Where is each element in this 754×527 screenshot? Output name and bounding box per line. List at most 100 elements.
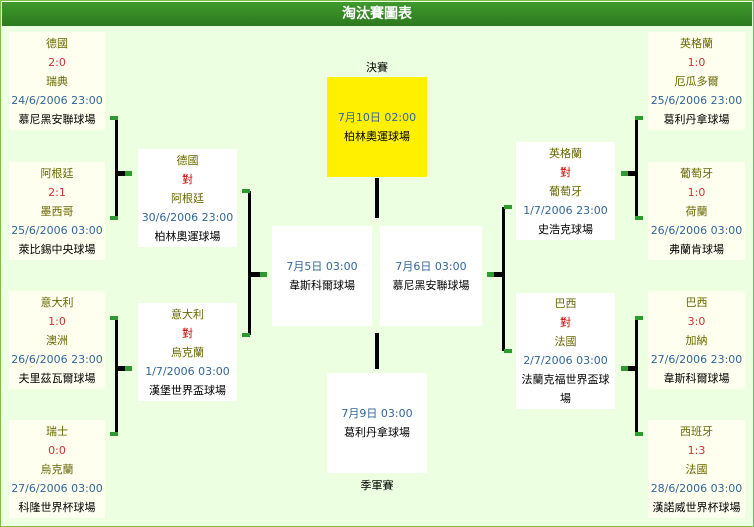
match-date: 26/6/2006 23:00: [11, 352, 103, 366]
versus-label: 對: [182, 172, 193, 186]
match-venue: 慕尼黑安聯球場: [18, 112, 96, 126]
match-r16-left-1: 德國 2:0 瑞典 24/6/2006 23:00 慕尼黑安聯球場: [9, 32, 105, 130]
match-venue: 柏林奧運球場: [154, 229, 221, 243]
match-date: 1/7/2006 23:00: [523, 203, 608, 217]
team-name: 葡萄牙: [680, 166, 713, 180]
match-r16-right-1: 英格蘭 1:0 厄瓜多爾 25/6/2006 23:00 葛利丹拿球場: [648, 32, 745, 130]
match-r16-left-2: 阿根廷 2:1 墨西哥 25/6/2006 03:00 萊比錫中央球場: [9, 162, 105, 260]
match-date: 7月10日 02:00: [337, 111, 417, 124]
match-venue: 葛利丹拿球場: [344, 426, 410, 439]
match-semi-1: 7月5日 03:00 韋斯科爾球場: [272, 226, 372, 326]
team-name: 英格蘭: [680, 36, 713, 50]
match-r16-right-3: 巴西 3:0 加納 27/6/2006 23:00 韋斯科爾球場: [648, 291, 745, 389]
team-name: 英格蘭: [549, 146, 582, 160]
match-score: 1:0: [48, 314, 66, 328]
match-venue: 史浩克球場: [538, 222, 593, 236]
match-r16-left-3: 意大利 1:0 澳洲 26/6/2006 23:00 夫里茲瓦爾球場: [9, 291, 105, 389]
match-final: 7月10日 02:00 柏林奧運球場: [327, 77, 427, 177]
match-date: 25/6/2006 03:00: [11, 223, 103, 237]
match-venue: 韋斯科爾球場: [289, 279, 355, 292]
match-venue: 慕尼黑安聯球場: [392, 279, 470, 292]
match-r16-right-4: 西班牙 1:3 法國 28/6/2006 03:00 漢諾威世界杯球場: [648, 420, 745, 518]
bracket-line: [621, 366, 635, 371]
team-name: 巴西: [685, 295, 708, 309]
versus-label: 對: [560, 165, 571, 179]
match-venue: 韋斯科爾球場: [663, 371, 730, 385]
match-venue: 葛利丹拿球場: [663, 112, 730, 126]
bracket-line: [621, 366, 628, 371]
match-score: 1:0: [687, 55, 706, 69]
team-name: 法國: [685, 462, 708, 476]
match-venue: 科隆世界杯球場: [18, 500, 96, 514]
match-semi-2: 7月6日 03:00 慕尼黑安聯球場: [380, 226, 482, 326]
match-date: 28/6/2006 03:00: [650, 481, 743, 495]
bracket-line: [242, 333, 250, 337]
bracket-line: [110, 432, 118, 436]
match-qf-right-2: 巴西 對 法國 2/7/2006 03:00 法蘭克福世界盃球場: [516, 293, 615, 409]
match-score: 2:0: [48, 55, 66, 69]
bracket-line: [251, 272, 267, 277]
team-name: 墨西哥: [40, 204, 74, 218]
match-date: 7月6日 03:00: [395, 260, 467, 273]
match-r16-left-4: 瑞士 0:0 烏克蘭 27/6/2006 03:00 科隆世界杯球場: [9, 420, 105, 518]
bracket-line: [260, 272, 267, 277]
bracket-line: [504, 349, 512, 353]
match-date: 7月5日 03:00: [286, 260, 358, 273]
versus-label: 對: [182, 326, 193, 340]
match-date: 7月9日 03:00: [341, 407, 413, 420]
team-name: 西班牙: [680, 424, 713, 438]
bracket-line: [125, 171, 132, 176]
match-venue: 柏林奧運球場: [344, 130, 410, 143]
versus-label: 對: [560, 316, 571, 329]
bracket-line: [635, 216, 643, 220]
match-qf-left-2: 意大利 對 烏克蘭 1/7/2006 03:00 漢堡世界盃球場: [138, 303, 237, 401]
bracket-line: [635, 118, 638, 218]
bracket-line: [504, 205, 512, 209]
bracket-line: [487, 272, 494, 277]
team-name: 荷蘭: [685, 204, 708, 218]
team-name: 厄瓜多爾: [674, 74, 719, 88]
bracket-line: [502, 207, 505, 351]
match-date: 2/7/2006 03:00: [523, 354, 608, 367]
match-venue: 夫里茲瓦爾球場: [18, 371, 96, 385]
match-r16-right-2: 葡萄牙 1:0 荷蘭 26/6/2006 03:00 弗蘭肯球場: [648, 162, 745, 260]
bracket-line: [375, 178, 379, 218]
team-name: 加納: [685, 333, 708, 347]
bracket-line: [110, 316, 118, 320]
match-venue: 弗蘭肯球場: [669, 242, 724, 256]
bracket-line: [115, 318, 118, 434]
team-name: 法國: [554, 335, 577, 348]
team-name: 巴西: [554, 297, 577, 310]
team-name: 葡萄牙: [549, 184, 582, 198]
match-date: 26/6/2006 03:00: [650, 223, 743, 237]
page-title: 淘汰賽圖表: [2, 2, 752, 26]
match-score: 1:0: [687, 185, 706, 199]
bracket-line: [110, 216, 118, 220]
team-name: 澳洲: [46, 333, 68, 347]
bracket-line: [635, 432, 643, 436]
match-score: 1:3: [687, 443, 706, 457]
bracket-line: [487, 272, 502, 277]
bracket-line: [635, 116, 643, 120]
match-score: 2:1: [48, 185, 66, 199]
team-name: 烏克蘭: [171, 345, 204, 359]
bracket-line: [125, 366, 132, 371]
match-date: 24/6/2006 23:00: [11, 93, 103, 107]
match-date: 27/6/2006 23:00: [650, 352, 743, 366]
match-qf-right-1: 英格蘭 對 葡萄牙 1/7/2006 23:00 史浩克球場: [516, 142, 615, 240]
bracket-line: [110, 116, 118, 120]
match-date: 1/7/2006 03:00: [145, 364, 230, 378]
bracket-line: [115, 118, 118, 218]
bracket-line: [635, 318, 638, 434]
final-label: 決賽: [366, 61, 388, 74]
team-name: 瑞典: [46, 74, 68, 88]
team-name: 德國: [46, 36, 68, 50]
match-venue: 萊比錫中央球場: [18, 242, 96, 256]
match-venue: 漢諾威世界杯球場: [652, 500, 741, 514]
team-name: 意大利: [40, 295, 74, 309]
bracket-line: [375, 333, 379, 369]
match-venue: 漢堡世界盃球場: [149, 383, 226, 397]
match-score: 3:0: [687, 314, 706, 328]
bracket-line: [635, 316, 643, 320]
team-name: 烏克蘭: [40, 462, 74, 476]
